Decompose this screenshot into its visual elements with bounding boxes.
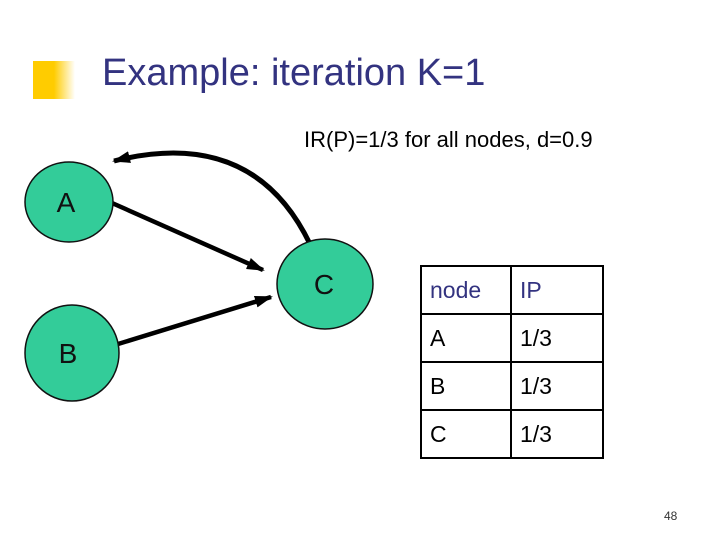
edge-b-to-c bbox=[117, 294, 273, 347]
node-b-label: B bbox=[59, 338, 78, 369]
table-row-b: B 1/3 bbox=[420, 361, 604, 411]
cell-ip-c: 1/3 bbox=[510, 409, 604, 459]
title-bullet-square bbox=[33, 61, 75, 99]
page-number: 48 bbox=[664, 509, 678, 523]
col-header-node: node bbox=[420, 265, 512, 315]
table-row-a: A 1/3 bbox=[420, 313, 604, 363]
node-a-circle bbox=[24, 161, 114, 243]
node-b-circle bbox=[24, 304, 120, 402]
edge-a-to-c bbox=[111, 200, 265, 273]
cell-ip-b: 1/3 bbox=[510, 361, 604, 411]
node-c-label: C bbox=[314, 269, 334, 300]
cell-node-c: C bbox=[420, 409, 512, 459]
node-c-circle bbox=[276, 238, 374, 330]
slide-title: Example: iteration K=1 bbox=[102, 52, 486, 94]
table-row-c: C 1/3 bbox=[420, 409, 604, 459]
table-header-row: node IP bbox=[420, 265, 604, 315]
cell-node-a: A bbox=[420, 313, 512, 363]
edge-c-to-a bbox=[112, 150, 313, 246]
slide-subtitle: IR(P)=1/3 for all nodes, d=0.9 bbox=[304, 127, 593, 152]
col-header-ip: IP bbox=[510, 265, 604, 315]
cell-node-b: B bbox=[420, 361, 512, 411]
cell-ip-a: 1/3 bbox=[510, 313, 604, 363]
node-a-label: A bbox=[57, 187, 76, 218]
ip-table: node IP A 1/3 B 1/3 C 1/3 bbox=[420, 265, 604, 459]
